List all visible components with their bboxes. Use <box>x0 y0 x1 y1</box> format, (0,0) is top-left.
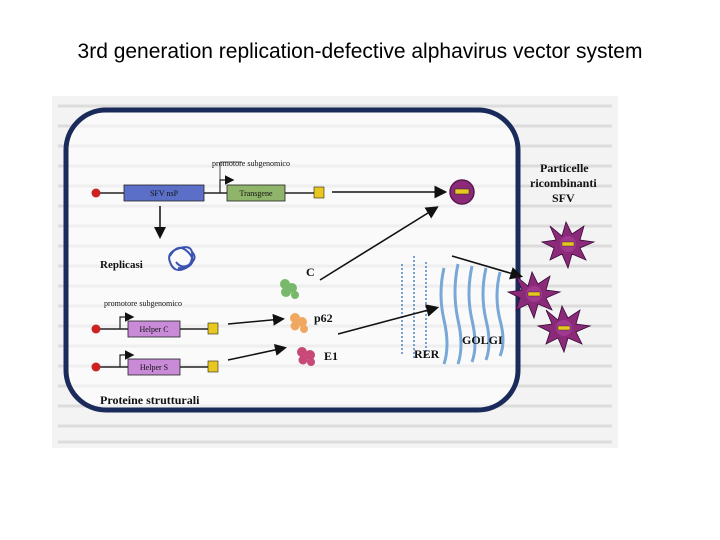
replicase-icon <box>168 246 196 271</box>
promoter-arrow-icon <box>119 350 135 367</box>
rer-label: RER <box>414 347 440 361</box>
transgene-label: Transgene <box>239 189 272 198</box>
cap-icon <box>91 324 101 334</box>
replicon-label: SFV nsP <box>150 189 179 198</box>
particles-label-line1: Particelle <box>540 161 589 175</box>
helper-c-label: Helper C <box>139 325 168 334</box>
recombinant-particle-icon <box>506 270 562 320</box>
p62-protein-icon <box>290 313 308 333</box>
golgi-icon <box>439 263 505 365</box>
poly-a-tail-icon <box>313 186 325 199</box>
helper-s-rna: Helper S <box>91 350 219 376</box>
transgene-box <box>226 184 286 202</box>
particles-label-line3: SFV <box>552 191 575 205</box>
p62-label: p62 <box>314 311 333 325</box>
poly-a-tail-icon <box>207 360 219 373</box>
poly-a-tail-icon <box>207 322 219 335</box>
helper-s-box <box>127 358 181 376</box>
capsid-protein-icon <box>280 279 299 299</box>
subgenomic-promoter-label: promotore subgenomico <box>212 159 290 168</box>
golgi-label: GOLGI <box>462 333 503 347</box>
helper-s-label: Helper S <box>140 363 168 372</box>
particles-label-line2: ricombinanti <box>530 176 597 190</box>
cap-icon <box>91 362 101 372</box>
e1-protein-icon <box>297 347 315 366</box>
cap-icon <box>91 188 101 198</box>
arrow-helper-to-p62 <box>227 313 285 326</box>
e1-label: E1 <box>324 349 338 363</box>
alphavirus-vector-diagram: SFV nsP Transgene promotore subgenomico … <box>52 96 618 448</box>
arrow-helper-to-e1 <box>227 344 287 361</box>
budding-particle-icon <box>449 179 475 205</box>
promoter-arrow-icon <box>119 312 135 329</box>
helper-c-box <box>127 320 181 338</box>
helper-subgenomic-promoter-label: promotore subgenomico <box>104 299 182 308</box>
slide-title: 3rd generation replication-defective alp… <box>77 40 643 63</box>
recombinant-particle-icon <box>540 220 596 270</box>
replicon-box <box>123 184 205 202</box>
recombinant-particle-icon <box>536 304 592 354</box>
capsid-label: C <box>306 265 315 279</box>
structural-proteins-label: Proteine strutturali <box>100 393 200 407</box>
arrow-golgi-to-membrane <box>451 255 524 280</box>
arrow-to-budding-particle <box>319 206 439 281</box>
arrow-protein-to-golgi <box>337 304 440 335</box>
helper-c-rna: Helper C <box>91 312 219 338</box>
replicon-rna: SFV nsP Transgene promotore subgenomico <box>91 159 325 202</box>
replicase-label: Replicasi <box>100 259 143 271</box>
